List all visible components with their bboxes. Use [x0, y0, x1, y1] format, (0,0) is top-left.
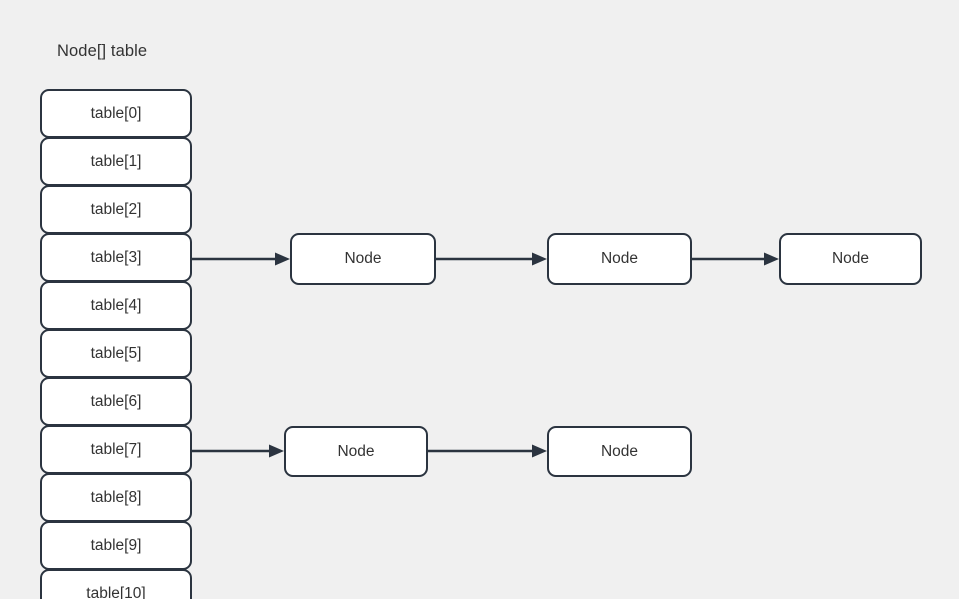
- array-cell-6[interactable]: table[6]: [40, 377, 192, 426]
- array-cell-label: table[5]: [90, 344, 142, 362]
- arrow-head: [269, 444, 284, 458]
- array-cell-label: table[6]: [90, 392, 142, 410]
- array-cell-label: table[1]: [90, 152, 142, 170]
- array-cell-2[interactable]: table[2]: [40, 185, 192, 234]
- array-cell-label: table[2]: [90, 200, 142, 218]
- chain1-node-1[interactable]: Node: [290, 233, 436, 285]
- node-label: Node: [831, 250, 870, 267]
- array-title: Node[] table: [57, 42, 148, 60]
- array-cell-4[interactable]: table[4]: [40, 281, 192, 330]
- arrow-head: [764, 252, 779, 266]
- chain1-node-3[interactable]: Node: [779, 233, 922, 285]
- chain1-node-2[interactable]: Node: [547, 233, 692, 285]
- array-cell-label: table[7]: [90, 440, 142, 458]
- array-cell-1[interactable]: table[1]: [40, 137, 192, 186]
- array-cell-label: table[10]: [86, 584, 146, 599]
- arrow-1: [192, 252, 290, 266]
- node-label: Node: [600, 442, 639, 460]
- array-cell-7[interactable]: table[7]: [40, 425, 192, 474]
- array-column: table[0] table[1] table[2] table[3] tabl…: [40, 89, 192, 599]
- arrow-head: [532, 252, 547, 266]
- chain2-node-1[interactable]: Node: [284, 426, 428, 477]
- array-cell-8[interactable]: table[8]: [40, 473, 192, 522]
- array-cell-0[interactable]: table[0]: [40, 89, 192, 138]
- array-cell-9[interactable]: table[9]: [40, 521, 192, 570]
- arrow-5: [428, 444, 547, 458]
- arrow-2: [436, 252, 547, 266]
- node-label: Node: [344, 250, 382, 267]
- array-cell-label: table[3]: [90, 248, 142, 266]
- arrow-head: [275, 252, 290, 266]
- array-cell-label: table[0]: [90, 104, 142, 122]
- array-cell-label: table[4]: [90, 296, 142, 314]
- chain2-node-2[interactable]: Node: [547, 426, 692, 477]
- arrow-head: [532, 444, 547, 458]
- array-cell-label: table[8]: [90, 488, 142, 506]
- array-cell-3[interactable]: table[3]: [40, 233, 192, 282]
- node-label: Node: [600, 250, 639, 267]
- node-label: Node: [337, 442, 375, 460]
- array-cell-label: table[9]: [90, 536, 142, 554]
- arrow-4: [192, 444, 284, 458]
- array-cell-5[interactable]: table[5]: [40, 329, 192, 378]
- array-cell-10[interactable]: table[10]: [40, 569, 192, 599]
- arrow-3: [692, 252, 779, 266]
